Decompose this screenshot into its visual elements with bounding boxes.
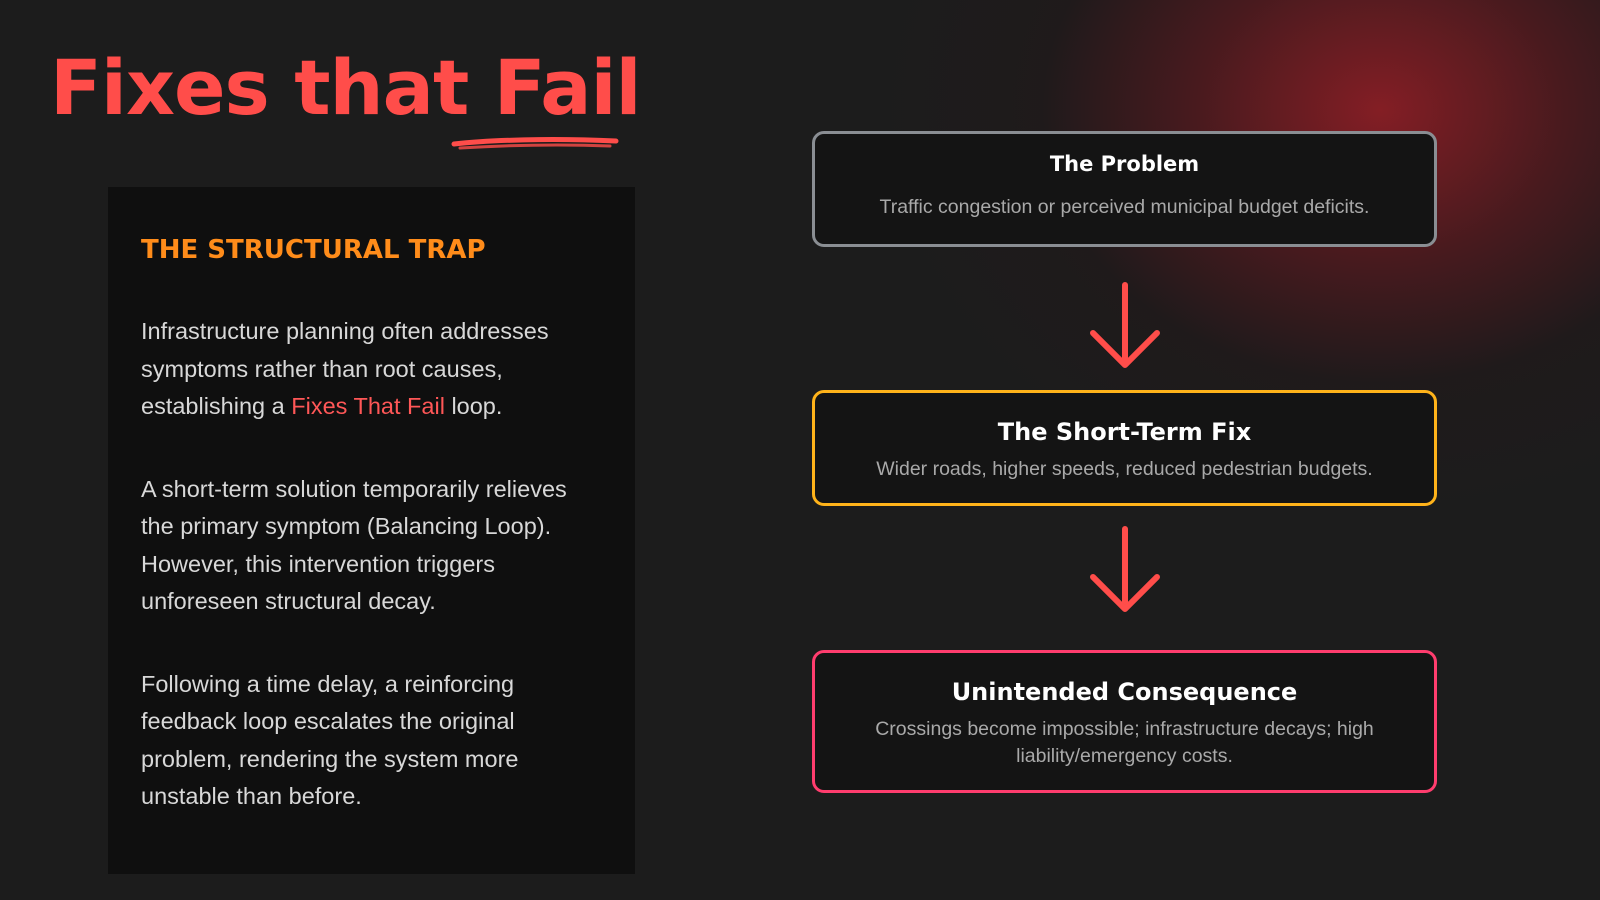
paragraph-1-text-before: Infrastructure planning often addresses … [141,318,549,419]
panel-paragraph-2: A short-term solution temporarily reliev… [141,475,567,615]
arrow-down-icon [1090,282,1160,368]
panel-paragraph-3: Following a time delay, a reinforcing fe… [141,670,519,810]
paragraph-1-text-after: loop. [444,393,503,419]
short-term-fix-box: The Short-Term Fix Wider roads, higher s… [812,390,1437,506]
consequence-description: Crossings become impossible; infrastruct… [875,718,1374,767]
unintended-consequence-box: Unintended Consequence Crossings become … [812,650,1437,793]
structural-trap-panel: THE STRUCTURAL TRAP Infrastructure plann… [108,187,635,874]
problem-title: The Problem [1049,152,1200,176]
brush-underline [451,137,619,150]
problem-box: The Problem Traffic congestion or percei… [812,131,1437,247]
problem-description: Traffic congestion or perceived municipa… [879,196,1370,218]
fix-title: The Short-Term Fix [997,418,1252,446]
consequence-title: Unintended Consequence [951,678,1298,706]
title-prefix: Fixes that [50,43,469,132]
panel-paragraph-1: Infrastructure planning often addresses … [141,313,603,426]
page-title: Fixes that Fail [50,43,642,132]
fix-description: Wider roads, higher speeds, reduced pede… [876,458,1373,480]
flow-diagram: The Problem Traffic congestion or percei… [812,131,1437,801]
panel-heading: THE STRUCTURAL TRAP [141,235,486,265]
title-accent: Fail [493,43,642,132]
fixes-that-fail-highlight: Fixes That Fail [291,393,445,419]
arrow-down-icon [1090,526,1160,612]
